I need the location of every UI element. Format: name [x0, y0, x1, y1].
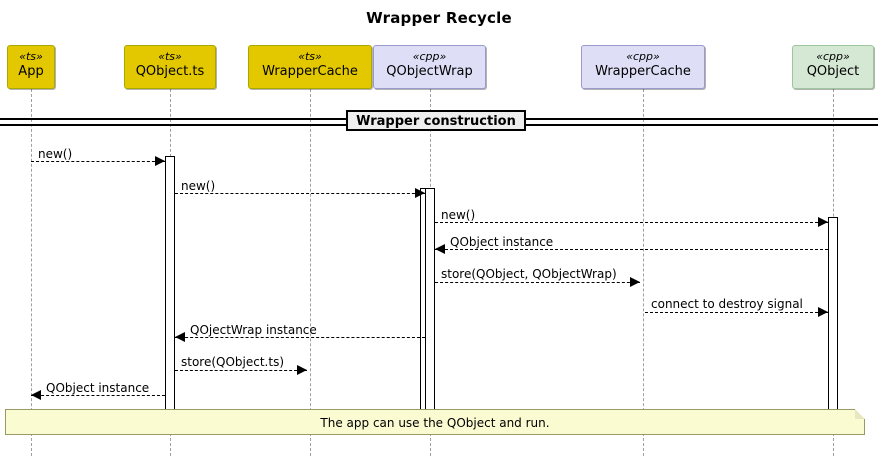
act-qobject: [828, 217, 838, 410]
divider-label: Wrapper construction: [346, 110, 526, 131]
message-arrowhead-m8: [297, 365, 307, 375]
participant-name: QObject: [806, 63, 860, 79]
message-label-m4: QObject instance: [450, 235, 554, 249]
message-line-m7: [175, 337, 425, 338]
participant-stereotype: «ts»: [298, 50, 322, 63]
message-label-m6: connect to destroy signal: [651, 297, 803, 311]
message-arrowhead-m7: [175, 332, 185, 342]
participant-cpp-qobject[interactable]: «cpp»QObject: [792, 45, 874, 89]
participant-ts-qobject-ts[interactable]: «ts»QObject.ts: [124, 45, 216, 89]
page-title: Wrapper Recycle: [366, 9, 512, 27]
participant-stereotype: «cpp»: [626, 50, 660, 63]
message-line-m4: [435, 249, 828, 250]
act-qobjectwrap-inner: [425, 188, 435, 410]
message-label-m2: new(): [181, 179, 216, 193]
message-line-m6: [645, 312, 828, 313]
act-qobject-ts: [165, 156, 175, 418]
message-arrowhead-m9: [31, 390, 41, 400]
message-arrowhead-m3: [818, 217, 828, 227]
note-app-can-use-qobject: The app can use the QObject and run.: [5, 409, 865, 435]
message-arrowhead-m4: [435, 244, 445, 254]
message-label-m7: QOjectWrap instance: [190, 323, 317, 337]
message-arrowhead-m5: [630, 277, 640, 287]
message-arrowhead-m6: [818, 307, 828, 317]
participant-cpp-wrappercache[interactable]: «cpp»WrapperCache: [581, 45, 705, 89]
message-line-m3: [435, 222, 828, 223]
participant-ts-app[interactable]: «ts»App: [7, 45, 55, 89]
participant-name: WrapperCache: [262, 63, 358, 79]
participant-name: App: [18, 63, 44, 79]
lifeline-cpp-wrappercache: [643, 89, 644, 456]
message-arrowhead-m2: [415, 188, 425, 198]
message-line-m9: [31, 395, 165, 396]
lifeline-ts-app: [31, 89, 32, 456]
message-line-m8: [175, 370, 307, 371]
participant-name: WrapperCache: [595, 63, 691, 79]
message-line-m5: [435, 282, 640, 283]
message-line-m1: [31, 161, 165, 162]
lifeline-ts-wrappercache: [310, 89, 311, 456]
participant-cpp-qobjectwrap[interactable]: «cpp»QObjectWrap: [373, 45, 486, 89]
participant-stereotype: «ts»: [158, 50, 182, 63]
participant-name: QObject.ts: [135, 63, 205, 79]
message-label-m8: store(QObject.ts): [181, 355, 285, 369]
participant-name: QObjectWrap: [386, 63, 473, 79]
message-label-m3: new(): [441, 208, 476, 222]
message-line-m2: [175, 193, 425, 194]
participant-stereotype: «ts»: [19, 50, 43, 63]
message-label-m5: store(QObject, QObjectWrap): [441, 267, 617, 281]
participant-stereotype: «cpp»: [816, 50, 850, 63]
message-label-m1: new(): [38, 147, 73, 161]
participant-ts-wrappercache[interactable]: «ts»WrapperCache: [248, 45, 372, 89]
note-fold-corner-icon: [855, 409, 865, 419]
message-label-m9: QObject instance: [46, 381, 150, 395]
participant-stereotype: «cpp»: [412, 50, 447, 63]
message-arrowhead-m1: [155, 156, 165, 166]
